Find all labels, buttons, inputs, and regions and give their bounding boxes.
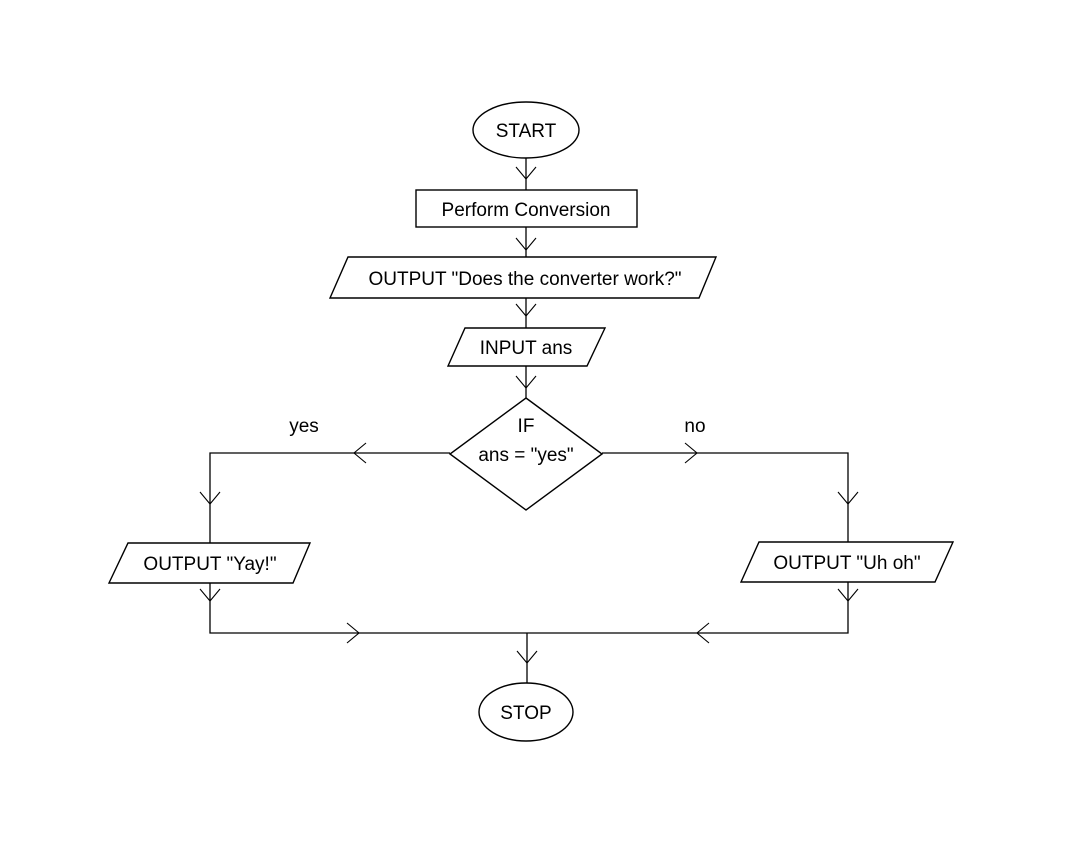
arrowhead-right-no-branch (684, 442, 698, 464)
arrowhead-down-start-process (515, 166, 537, 180)
edge-yay-to-merge (209, 583, 527, 634)
branch-label-yes: yes (289, 416, 319, 437)
arrowhead-left-yes-branch (353, 442, 367, 464)
edge-decision-yes-branch (209, 452, 450, 543)
stop-terminator-ellipse (478, 682, 574, 742)
node-stop: STOP (478, 682, 574, 742)
node-input-ans: INPUT ans (446, 327, 607, 367)
output-uh-oh-label: OUTPUT "Uh oh" (773, 553, 920, 574)
node-output-question: OUTPUT "Does the converter work?" (328, 256, 718, 299)
start-label: START (496, 121, 557, 142)
start-terminator-ellipse (472, 101, 580, 159)
decision-diamond (448, 397, 604, 511)
output-uh-oh-parallelogram (739, 541, 955, 583)
process-rectangle (415, 189, 638, 228)
input-ans-parallelogram (446, 327, 607, 367)
arrowhead-down-process-output (515, 237, 537, 251)
perform-conversion-label: Perform Conversion (442, 200, 611, 221)
node-start: START (472, 101, 580, 159)
output-question-label: OUTPUT "Does the converter work?" (368, 269, 681, 290)
arrowhead-down-merge-stop (516, 650, 538, 664)
arrowhead-down-input-decision (515, 375, 537, 389)
input-ans-label: INPUT ans (480, 338, 573, 359)
node-perform-conversion: Perform Conversion (415, 189, 638, 228)
node-decision: IF ans = "yes" (448, 397, 604, 511)
node-output-yay: OUTPUT "Yay!" (107, 542, 312, 584)
output-question-parallelogram (328, 256, 718, 299)
arrowhead-down-output-input (515, 303, 537, 317)
arrowhead-down-below-yay (199, 588, 221, 602)
decision-label-line1: IF (518, 416, 535, 437)
arrowhead-down-below-uhoh (837, 588, 859, 602)
edge-decision-no-branch (602, 452, 849, 542)
output-yay-parallelogram (107, 542, 312, 584)
arrowhead-left-merge-right (696, 622, 710, 644)
arrowhead-right-merge-left (346, 622, 360, 644)
arrowhead-down-to-uhoh (837, 491, 859, 505)
branch-label-no: no (684, 416, 705, 437)
arrowheads (199, 166, 859, 664)
edge-uhoh-to-merge (527, 582, 849, 634)
output-yay-label: OUTPUT "Yay!" (143, 554, 276, 575)
node-output-uh-oh: OUTPUT "Uh oh" (739, 541, 955, 583)
edge-lines (209, 158, 849, 683)
decision-label-line2: ans = "yes" (478, 445, 573, 466)
arrowhead-down-to-yay (199, 491, 221, 505)
stop-label: STOP (500, 703, 551, 724)
